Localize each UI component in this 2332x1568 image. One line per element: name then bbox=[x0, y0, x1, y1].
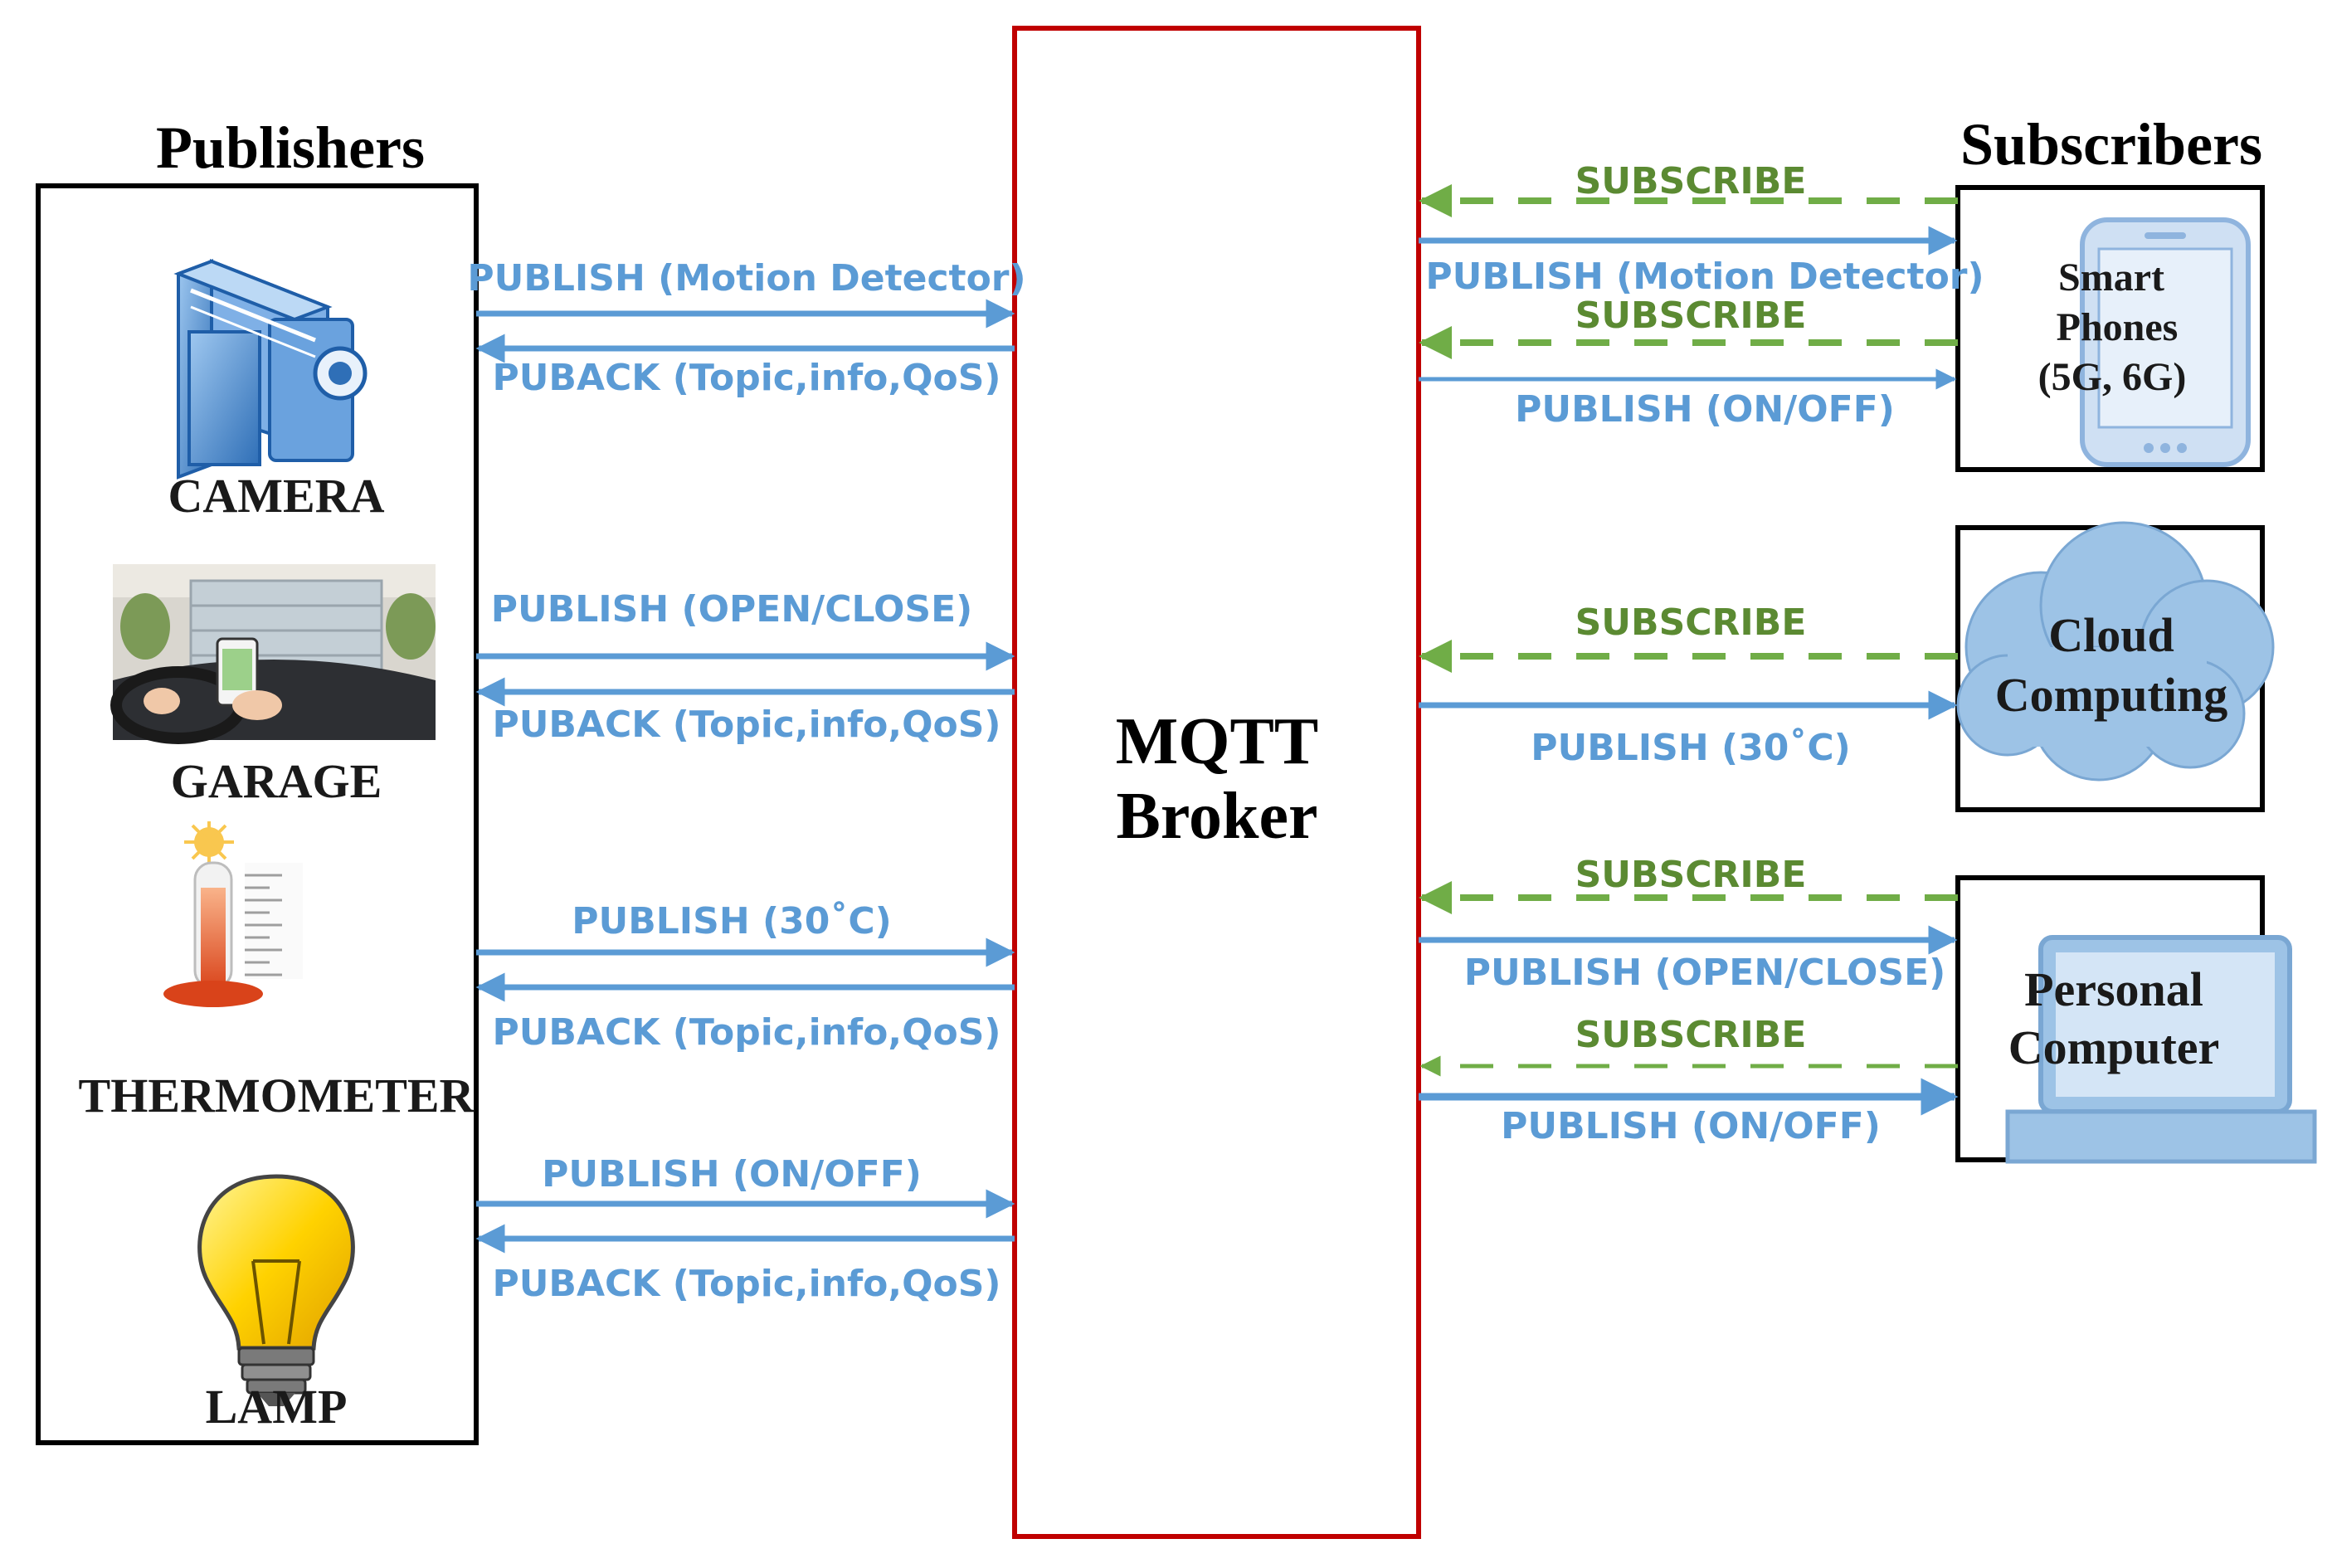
phone-label-line2: Phones bbox=[2057, 305, 2179, 349]
cloud-label-line1: Cloud bbox=[2048, 608, 2174, 662]
lamp-puback-label: PUBACK (Topic,info,QoS) bbox=[492, 1263, 1000, 1305]
pc-label-line1: Personal bbox=[2024, 962, 2203, 1016]
thermometer-label: THERMOMETER bbox=[79, 1069, 475, 1122]
publishers-title: Publishers bbox=[156, 114, 425, 181]
lamp-icon bbox=[197, 1174, 355, 1406]
lamp-label: LAMP bbox=[206, 1380, 348, 1434]
phone-subscribe-label-2: SUBSCRIBE bbox=[1575, 295, 1807, 337]
phone-publish-label-1: PUBLISH (Motion Detector) bbox=[1425, 256, 1984, 298]
publishers-box bbox=[36, 183, 479, 1445]
lamp-publish-label: PUBLISH (ON/OFF) bbox=[542, 1153, 922, 1195]
thermometer-icon bbox=[163, 821, 303, 1007]
pc-label-line2: Computer bbox=[2008, 1020, 2220, 1074]
phone-publish-label-2: PUBLISH (ON/OFF) bbox=[1515, 388, 1895, 431]
camera-label: CAMERA bbox=[168, 469, 385, 523]
cloud-label-line2: Computing bbox=[1995, 668, 2227, 722]
cloud-icon bbox=[1956, 521, 2275, 782]
left-arrows bbox=[475, 299, 1015, 1254]
phone-subscribe-label-1: SUBSCRIBE bbox=[1575, 160, 1807, 202]
broker-label-line1: MQTT bbox=[1116, 705, 1318, 778]
cloud-subscribe-label: SUBSCRIBE bbox=[1575, 601, 1807, 644]
garage-puback-label: PUBACK (Topic,info,QoS) bbox=[492, 704, 1000, 746]
right-subscribe-arrows bbox=[1419, 184, 1958, 1077]
thermo-puback-label: PUBACK (Topic,info,QoS) bbox=[492, 1011, 1000, 1054]
right-publish-arrows bbox=[1419, 226, 1959, 1116]
pc-subscribe-label-2: SUBSCRIBE bbox=[1575, 1014, 1807, 1056]
thermo-publish-label: PUBLISH (30˚C) bbox=[572, 900, 892, 942]
camera-puback-label: PUBACK (Topic,info,QoS) bbox=[492, 357, 1000, 399]
broker-box bbox=[1012, 26, 1421, 1539]
garage-icon bbox=[110, 564, 436, 744]
garage-publish-label: PUBLISH (OPEN/CLOSE) bbox=[491, 588, 973, 631]
camera-publish-label: PUBLISH (Motion Detector) bbox=[467, 257, 1025, 299]
pc-publish-label-2: PUBLISH (ON/OFF) bbox=[1501, 1105, 1881, 1147]
cloud-publish-label: PUBLISH (30˚C) bbox=[1531, 727, 1851, 769]
camera-icon bbox=[173, 259, 368, 480]
pc-subscribe-label-1: SUBSCRIBE bbox=[1575, 854, 1807, 896]
smartphone-icon bbox=[2080, 217, 2251, 467]
broker-label-line2: Broker bbox=[1117, 780, 1318, 853]
phone-label-line1: Smart bbox=[2058, 256, 2164, 299]
subscribers-title: Subscribers bbox=[1960, 111, 2262, 178]
phone-label-line3: (5G, 6G) bbox=[2038, 355, 2187, 399]
phone-box bbox=[1955, 185, 2265, 472]
pc-publish-label-1: PUBLISH (OPEN/CLOSE) bbox=[1464, 952, 1946, 994]
laptop-icon bbox=[2005, 935, 2317, 1164]
garage-label: GARAGE bbox=[171, 754, 382, 808]
